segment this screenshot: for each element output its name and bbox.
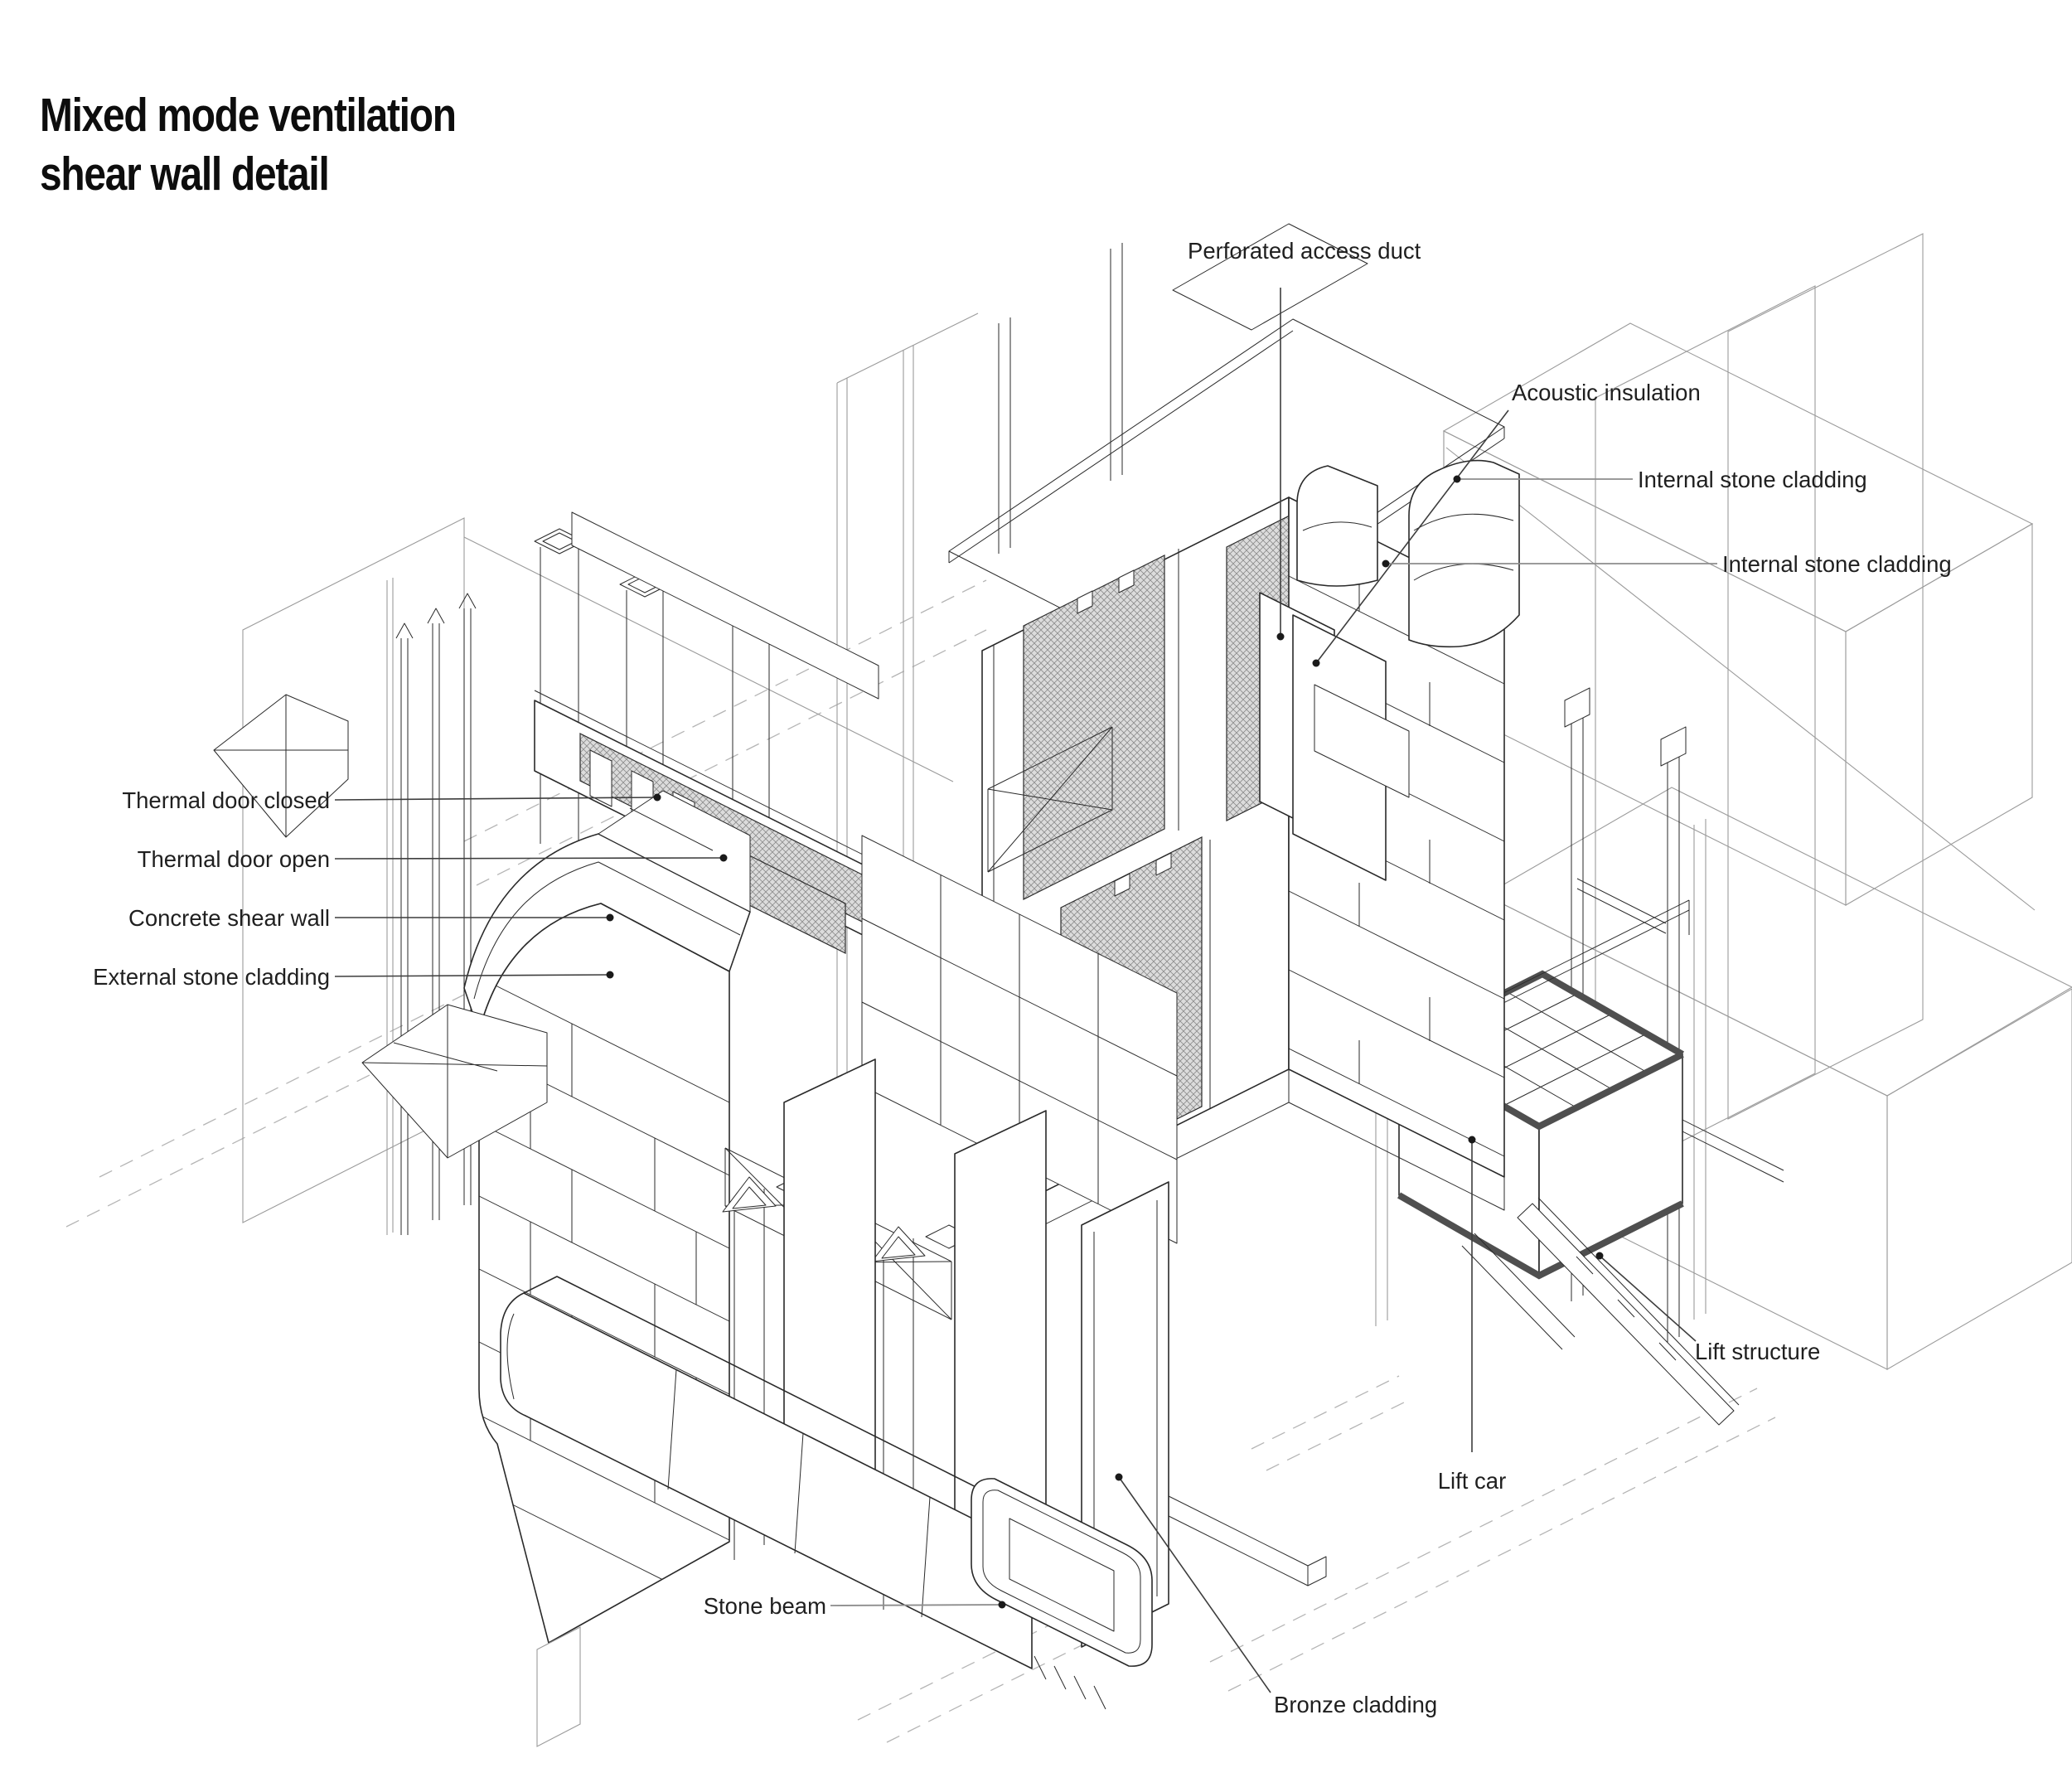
callout-label-acoustic-insulation: Acoustic insulation: [1512, 380, 1701, 405]
callout-stone-beam: Stone beam: [704, 1593, 1006, 1619]
lift-structure-rail: [1159, 1197, 1740, 1586]
callout-thermal-door-closed: Thermal door closed: [122, 787, 661, 813]
callout-acoustic-insulation: Acoustic insulation: [1312, 380, 1701, 667]
glass-planes-right: [1595, 233, 1924, 1186]
callout-thermal-door-open: Thermal door open: [138, 846, 728, 872]
callout-label-bronze-cladding: Bronze cladding: [1274, 1692, 1437, 1717]
external-stone-cladding-wall: [478, 903, 730, 1644]
mullion-posts: [534, 511, 879, 907]
upper-floor-slab: [1442, 322, 2036, 911]
bracket-posts: [722, 1175, 973, 1610]
bronze-cladding-panel: [1081, 1181, 1169, 1648]
callout-label-stone-beam: Stone beam: [704, 1593, 826, 1619]
left-beam-end: [213, 694, 349, 838]
callout-label-thermal-door-open: Thermal door open: [138, 846, 330, 872]
callout-concrete-shear-wall: Concrete shear wall: [128, 905, 614, 931]
callout-external-stone-cladding: External stone cladding: [93, 964, 614, 990]
bronze-end-frame: [971, 1478, 1153, 1710]
callout-internal-stone-cladding-lower: Internal stone cladding: [1382, 551, 1952, 577]
drawing-title: Mixed mode ventilation shear wall detail: [40, 86, 457, 203]
drawing-title-line-2: shear wall detail: [40, 147, 330, 201]
acoustic-insulation-panels: [1259, 592, 1410, 881]
internal-stone-cladding-cap: [1296, 459, 1520, 648]
callout-perforated-access-duct: Perforated access duct: [1188, 238, 1421, 641]
chamfered-beam-end: [361, 1004, 548, 1159]
callout-label-perforated-access-duct: Perforated access duct: [1188, 238, 1421, 264]
callout-lift-structure: Lift structure: [1595, 1252, 1820, 1364]
callout-bronze-cladding: Bronze cladding: [1115, 1473, 1437, 1717]
callout-label-lift-structure: Lift structure: [1695, 1339, 1820, 1364]
lift-car: [1397, 899, 1690, 1280]
door-panels: [783, 1058, 1169, 1648]
callout-label-internal-stone-cladding-lower: Internal stone cladding: [1722, 551, 1952, 577]
callout-internal-stone-cladding-upper: Internal stone cladding: [1453, 467, 1867, 492]
callout-label-concrete-shear-wall: Concrete shear wall: [128, 905, 330, 931]
callout-label-thermal-door-closed: Thermal door closed: [122, 787, 330, 813]
callout-label-lift-car: Lift car: [1438, 1468, 1507, 1494]
drawing-title-line-1: Mixed mode ventilation: [40, 89, 457, 142]
bottom-assembly: [500, 1058, 1169, 1747]
callouts: Perforated access duct Acoustic insulati…: [93, 238, 1952, 1717]
callout-lift-car: Lift car: [1438, 1136, 1507, 1494]
perforated-duct-panel-upper-left: [1023, 555, 1165, 900]
callout-label-internal-stone-cladding-upper: Internal stone cladding: [1638, 467, 1867, 492]
callout-label-external-stone-cladding: External stone cladding: [93, 964, 330, 990]
